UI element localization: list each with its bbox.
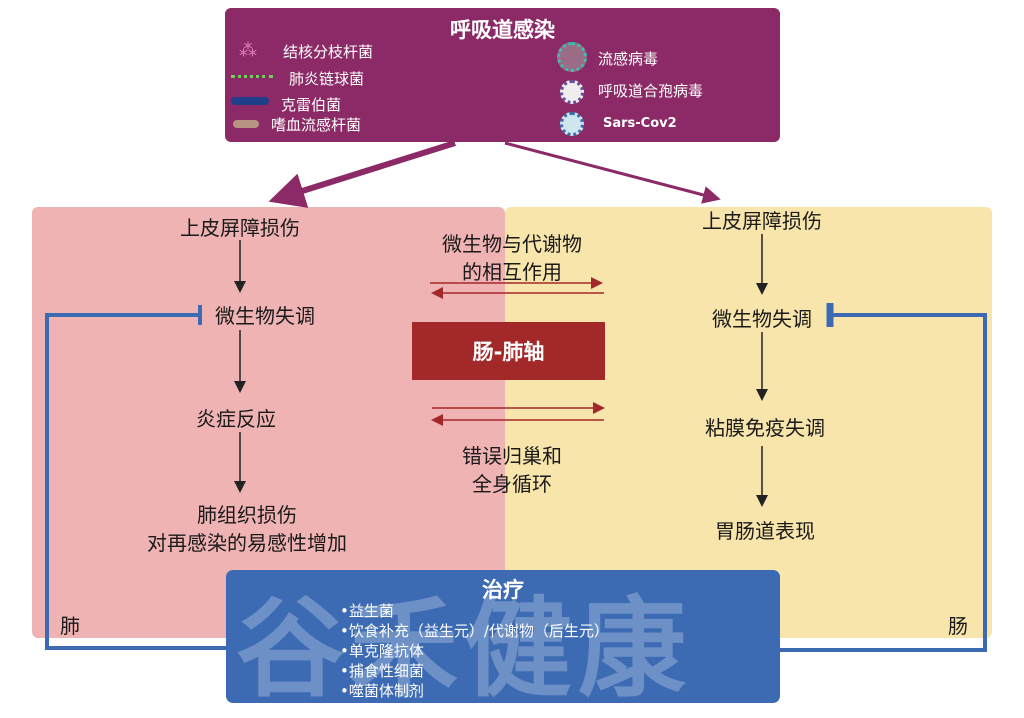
haemophilus-icon (233, 120, 259, 128)
lung-step: 肺组织损伤 (197, 503, 297, 527)
bacteria-item: 结核分枝杆菌 (283, 43, 374, 61)
interaction-text: 微生物与代谢物 (442, 232, 582, 256)
gut-step: 胃肠道表现 (715, 519, 815, 543)
respiratory-infection-box: 呼吸道感染 ⁂ 结核分枝杆菌 肺炎链球菌 克雷伯菌 嗜血流感杆菌 流感病毒 呼吸… (225, 8, 780, 142)
infection-arrows (268, 140, 721, 208)
lung-step: 炎症反应 (196, 407, 276, 431)
bacteria-item: 肺炎链球菌 (289, 70, 365, 88)
lung-step: 对再感染的易感性增加 (147, 531, 347, 555)
treatment-item: •捕食性细菌 (340, 662, 424, 680)
exchange-arrows (430, 277, 605, 426)
influenza-virus-icon (557, 42, 587, 72)
lung-step: 微生物失调 (215, 304, 315, 328)
bacteria-item: 嗜血流感杆菌 (271, 116, 362, 134)
treatment-title: 治疗 (482, 578, 524, 602)
sars-cov2-icon (560, 112, 584, 136)
axis-label: 肠-肺轴 (472, 340, 545, 364)
lung-panel (32, 207, 505, 638)
mycobacterium-icon: ⁂ (239, 40, 257, 61)
gut-step: 粘膜免疫失调 (705, 416, 825, 440)
treatment-item: •益生菌 (340, 602, 394, 620)
virus-item: 呼吸道合孢病毒 (598, 82, 704, 100)
rsv-virus-icon (560, 80, 584, 104)
gut-lung-axis-box: 肠-肺轴 (412, 322, 605, 380)
lung-label: 肺 (60, 614, 80, 638)
watermark: 谷禾健康 (236, 587, 693, 712)
virus-item: Sars-Cov2 (603, 116, 677, 131)
interaction-text: 的相互作用 (462, 260, 562, 284)
treatment-box: 谷禾健康 治疗 •益生菌 •饮食补充（益生元）/代谢物（后生元） •单克隆抗体 … (226, 570, 780, 712)
virus-item: 流感病毒 (598, 50, 659, 68)
gut-label: 肠 (948, 614, 968, 638)
gut-step: 微生物失调 (712, 307, 812, 331)
klebsiella-icon (231, 97, 269, 105)
treatment-item: •单克隆抗体 (340, 642, 424, 660)
streptococcus-icon (231, 75, 273, 78)
homing-text: 全身循环 (472, 472, 552, 496)
treatment-item: •饮食补充（益生元）/代谢物（后生元） (340, 622, 609, 640)
homing-text: 错误归巢和 (462, 444, 562, 468)
lung-step: 上皮屏障损伤 (180, 216, 300, 240)
treatment-feedback-lines (45, 303, 987, 652)
gut-panel (505, 207, 992, 638)
bacteria-item: 克雷伯菌 (281, 96, 342, 114)
gut-step: 上皮屏障损伤 (702, 209, 822, 233)
infection-title: 呼吸道感染 (450, 18, 555, 42)
treatment-item: •噬菌体制剂 (340, 682, 424, 700)
